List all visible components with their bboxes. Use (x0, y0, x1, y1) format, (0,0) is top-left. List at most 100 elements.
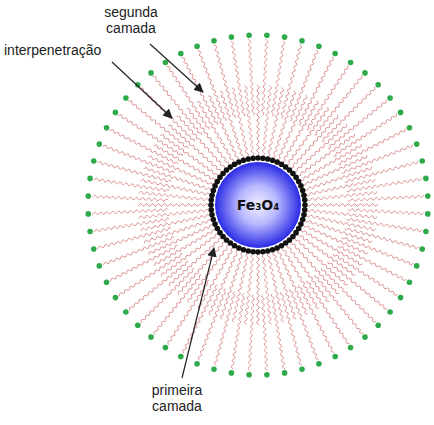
outer-head-group (387, 95, 393, 101)
alkyl-chain (262, 255, 271, 324)
alkyl-chain (98, 227, 171, 249)
alkyl-chain (262, 39, 268, 115)
alkyl-chain (103, 237, 174, 266)
outer-head-group (246, 32, 252, 38)
alkyl-chain (283, 101, 318, 162)
alkyl-chain (231, 41, 245, 116)
alkyl-chain (273, 253, 296, 319)
alkyl-chain (280, 292, 302, 365)
outer-head-group (419, 158, 425, 164)
alkyl-chain (290, 50, 318, 121)
inner-head-group (301, 192, 307, 198)
inner-head-group (250, 155, 256, 161)
alkyl-chain (111, 245, 178, 281)
part-label: interpenetração (4, 42, 101, 58)
inner-head-group (260, 249, 266, 255)
head-groups (85, 32, 430, 377)
outer-head-group (414, 141, 420, 147)
alkyl-chain (257, 255, 259, 325)
inner-head-group (260, 155, 266, 161)
inner-head-group (250, 249, 256, 255)
outer-head-group (148, 70, 154, 76)
magnetite-core: Fe₃O₄ (215, 162, 301, 248)
outer-head-group (282, 34, 288, 40)
inner-head-group (208, 202, 214, 208)
alkyl-chain (262, 295, 268, 371)
alkyl-chain (298, 285, 334, 352)
alkyl-chain (119, 254, 182, 297)
alkyl-chain (178, 242, 224, 295)
leader-arrow (150, 44, 203, 92)
alkyl-chain (103, 145, 174, 173)
outer-head-group (211, 366, 217, 372)
inner-head-group (208, 197, 214, 203)
outer-head-group (425, 211, 431, 217)
inner-head-group (270, 247, 276, 253)
outer-head-group (387, 309, 393, 315)
alkyl-chain (97, 161, 171, 181)
outer-head-group (194, 43, 200, 49)
outer-head-group (398, 295, 404, 301)
outer-head-group (104, 279, 110, 285)
inner-head-group (302, 197, 308, 203)
inner-head-group (302, 207, 308, 213)
alkyl-chain (214, 292, 234, 366)
outer-head-group (135, 322, 141, 328)
outer-head-group (348, 345, 354, 351)
outer-head-group (91, 246, 97, 252)
outer-head-group (348, 60, 354, 66)
inner-head-group (241, 158, 247, 164)
inner-head-group (245, 156, 251, 162)
alkyl-chain (244, 86, 253, 155)
alkyl-chain (209, 251, 238, 315)
outer-head-group (148, 334, 154, 340)
outer-head-group (316, 43, 322, 49)
alkyl-chain (168, 125, 221, 171)
outer-head-group (398, 110, 404, 116)
alkyl-chain (198, 248, 233, 309)
alkyl-chain (295, 238, 348, 284)
outer-head-group (407, 279, 413, 285)
alkyl-chain (153, 77, 202, 135)
alkyl-chain (328, 262, 388, 309)
outer-head-group (332, 51, 338, 57)
outer-head-group (104, 125, 110, 131)
outer-head-group (425, 193, 431, 199)
alkyl-chain (307, 215, 376, 231)
alkyl-chain (308, 191, 377, 200)
alkyl-chain (268, 87, 284, 156)
outer-head-group (246, 372, 252, 378)
alkyl-chain (138, 204, 208, 206)
alkyl-chain (301, 230, 362, 265)
inner-head-group (255, 249, 261, 255)
alkyl-chain (314, 275, 363, 333)
outer-head-group (423, 176, 429, 182)
outer-head-group (299, 366, 305, 372)
alkyl-chain (342, 237, 413, 265)
alkyl-chain (348, 195, 424, 201)
outer-head-group (113, 110, 119, 116)
part-label: primeira camada (138, 382, 216, 414)
outer-head-group (414, 263, 420, 269)
alkyl-chain (333, 114, 396, 157)
inner-head-group (265, 248, 271, 254)
outer-head-group (362, 334, 368, 340)
outer-head-group (85, 193, 91, 199)
outer-head-group (229, 370, 235, 376)
alkyl-chain (304, 225, 368, 254)
outer-head-group (211, 38, 217, 44)
inner-head-group (211, 217, 217, 223)
leader-arrow (182, 248, 214, 378)
outer-head-group (407, 125, 413, 131)
alkyl-chain (140, 179, 209, 195)
alkyl-chain (197, 50, 226, 121)
outer-head-group (178, 51, 184, 57)
outer-head-group (423, 229, 429, 235)
alkyl-chain (338, 129, 405, 165)
alkyl-chain (308, 204, 378, 206)
alkyl-chain (92, 195, 168, 201)
core-fill (215, 162, 301, 248)
alkyl-chain (290, 289, 319, 360)
alkyl-chain (345, 161, 418, 183)
